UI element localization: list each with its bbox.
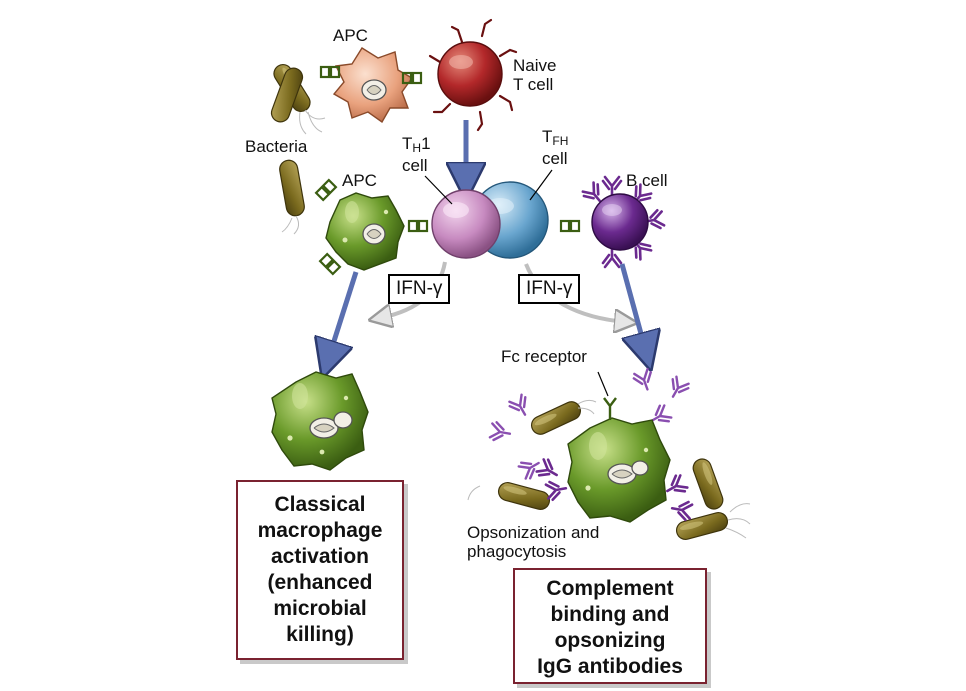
th1-cell [431, 189, 501, 259]
igg-antibodies-box: Complement binding and opsonizing IgG an… [513, 568, 707, 684]
bacteria-label: Bacteria [245, 137, 308, 156]
ifn-gamma-left-box: IFN-γ [388, 274, 451, 304]
apc-macrophage-middle [325, 192, 405, 271]
tfh-label: TFH cell [542, 127, 569, 168]
b-cell [580, 175, 666, 269]
apc-middle-label: APC [342, 171, 377, 190]
activated-macrophage [271, 371, 369, 471]
bacteria-top [269, 60, 326, 135]
arrow-apc-to-macrophage [328, 271, 359, 360]
b-cell-label: B cell [626, 171, 668, 190]
mhc-receptor-apc-th1 [407, 219, 429, 233]
opsonization-label: Opsonization and phagocytosis [467, 523, 600, 561]
arrow-b-to-antibodies [619, 263, 646, 352]
mhc-receptor-tfh-b [559, 219, 581, 233]
fc-receptor-pointer [597, 371, 609, 397]
mhc-receptor-apc-bacteria [315, 179, 337, 201]
ifn-gamma-right-box: IFN-γ [518, 274, 581, 304]
mhc-receptor-top-left [319, 65, 341, 79]
opsonizing-macrophage [567, 397, 671, 523]
naive-t-cell [428, 18, 518, 132]
opsonized-bacteria [467, 398, 751, 543]
bacteria-middle [279, 159, 305, 235]
mhc-receptor-apc-bottom [319, 253, 341, 275]
apc-top-cell [332, 47, 414, 124]
naive-t-cell-label: Naive T cell [513, 56, 557, 94]
fc-receptor-label: Fc receptor [501, 347, 587, 366]
th1-label: TH1 cell [402, 134, 431, 175]
classical-activation-box: Classical macrophage activation (enhance… [236, 480, 404, 660]
apc-top-label: APC [333, 26, 368, 45]
